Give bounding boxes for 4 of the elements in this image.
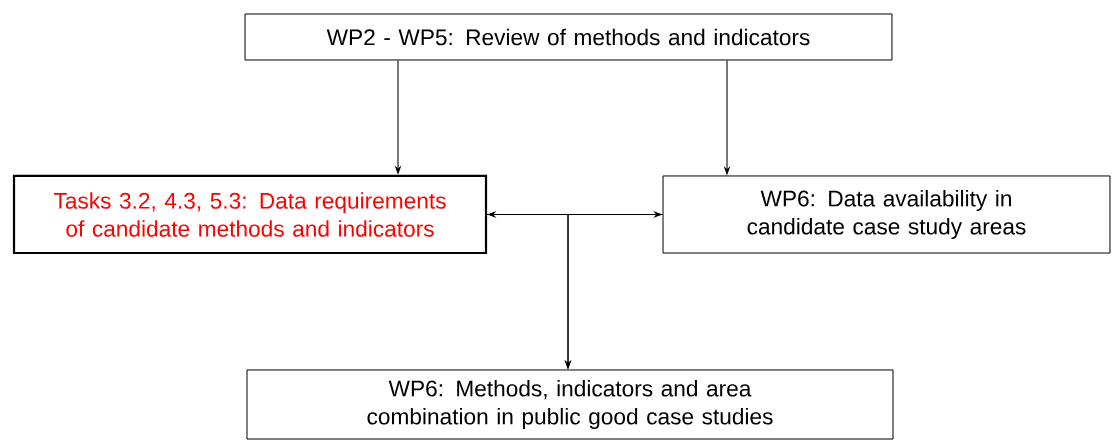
- process-box: WP6: Data availability in candidate case study areas: [662, 175, 1111, 254]
- process-box: WP2 - WP5: Review of methods and indicators: [244, 13, 893, 61]
- process-box: Tasks 3.2, 4.3, 5.3: Data requirements of candidate methods and indicators: [12, 174, 488, 255]
- process-box: WP6: Methods, indicators and area combination in public good case studies: [246, 369, 894, 440]
